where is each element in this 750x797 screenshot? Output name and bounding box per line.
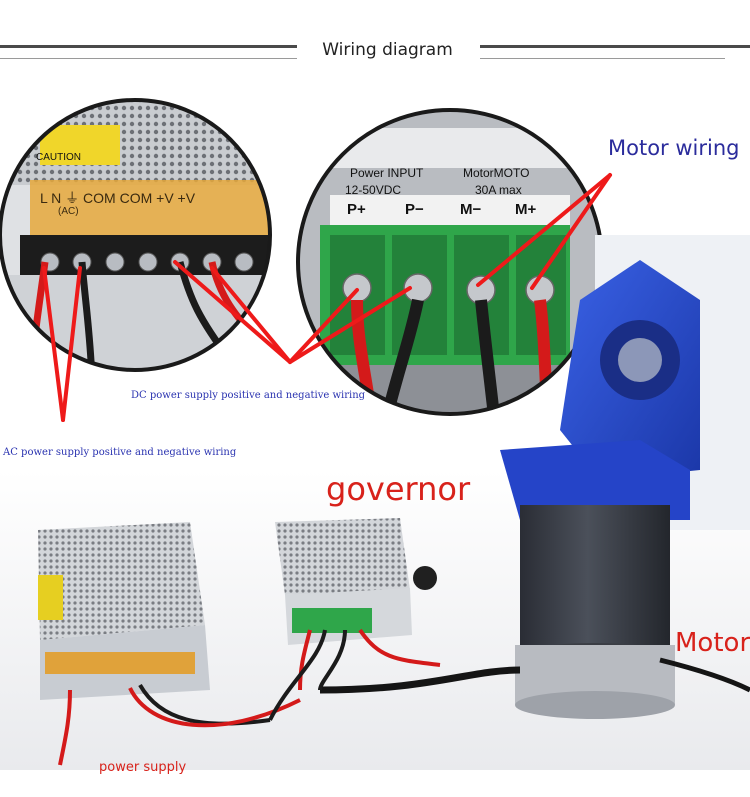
power-supply-label: power supply: [99, 760, 187, 775]
power-input-label: Power INPUT: [350, 166, 424, 180]
current-label: 30A max: [475, 183, 522, 197]
voltage-label: 12-50VDC: [345, 183, 402, 197]
psu-ac-mark: (AC): [58, 206, 79, 217]
zoom-circle-governor: [298, 110, 602, 414]
dc-wiring-label: DC power supply positive and negative wi…: [131, 390, 366, 401]
motor-moto-label: MotorMOTO: [463, 166, 530, 180]
header-rule-right: [480, 45, 750, 48]
ac-wiring-label: AC power supply positive and negative wi…: [3, 447, 237, 458]
terminal-p-plus: P+: [347, 201, 366, 218]
header-rule-left: [0, 45, 297, 48]
power-supply-photo: [38, 522, 301, 766]
governor-label: governor: [326, 470, 471, 508]
terminal-m-plus: M+: [515, 201, 537, 218]
header-rule-left-thin: [0, 58, 297, 59]
header-rule-right-thin: [480, 58, 725, 59]
motor-photo: [319, 235, 750, 719]
governor-photo: [268, 518, 441, 721]
terminal-p-minus: P−: [405, 201, 424, 218]
zoom-circle-psu: [0, 100, 270, 370]
motor-label: Motor: [675, 628, 750, 658]
terminal-m-minus: M−: [460, 201, 482, 218]
page-title: Wiring diagram: [322, 40, 453, 60]
caution-label: CAUTION: [36, 152, 81, 163]
psu-terminal-row: L N ⏚ COM COM +V +V: [40, 190, 196, 206]
motor-wiring-label: Motor wiring: [608, 136, 740, 160]
